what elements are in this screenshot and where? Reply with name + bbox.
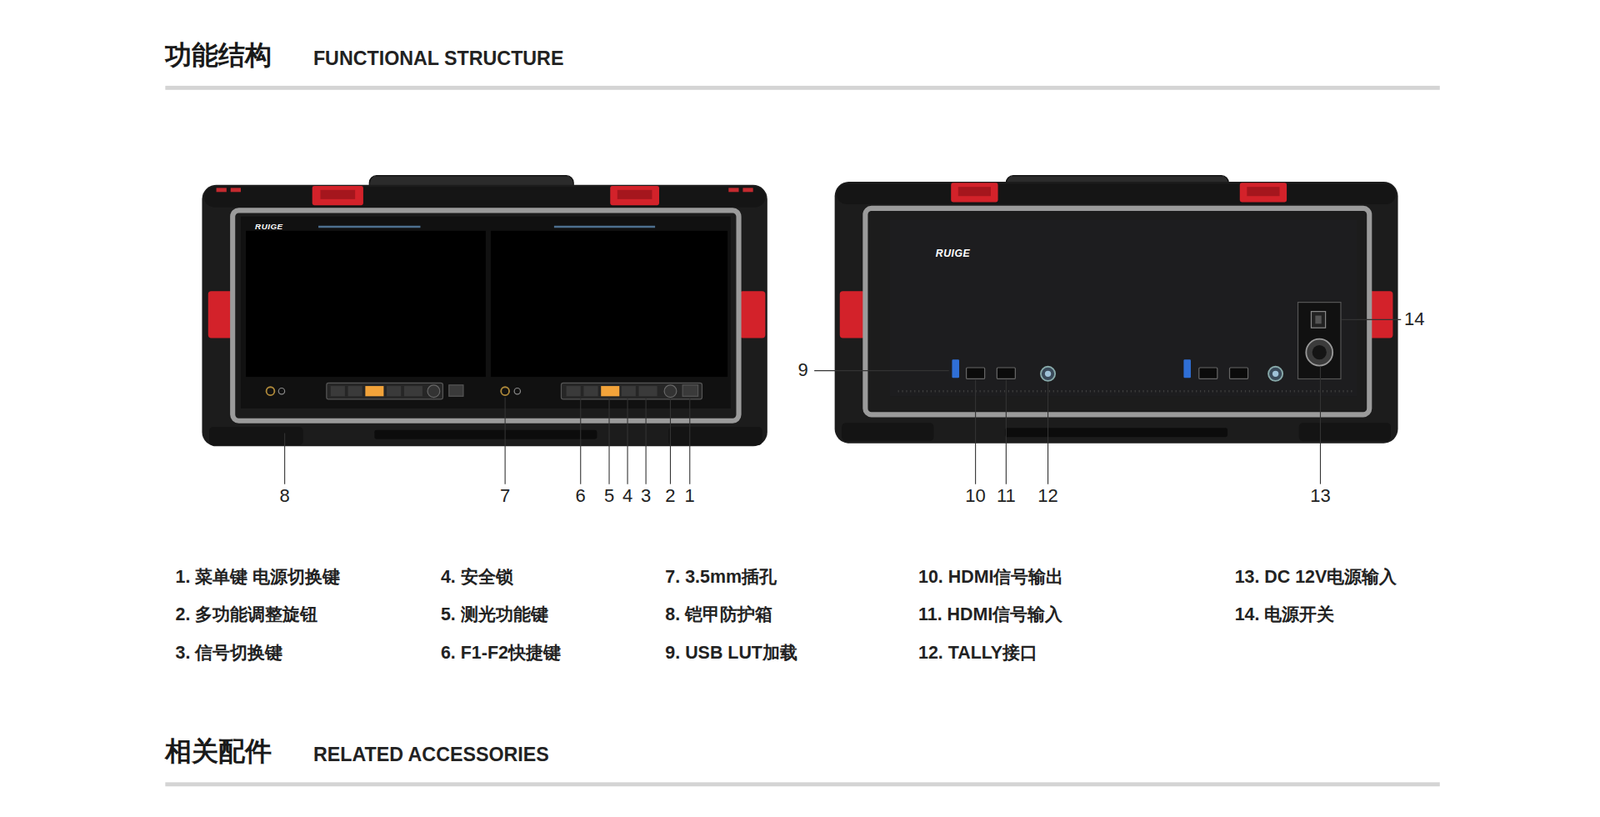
callout-number: 14 (1404, 309, 1425, 330)
feature-list-item: 10. HDMI信号输出 (918, 567, 1064, 588)
feature-list-item: 6. F1-F2快捷键 (440, 643, 561, 664)
callout-number: 7 (500, 485, 510, 506)
callout-number: 5 (604, 485, 615, 506)
callout-number: 10 (965, 485, 986, 506)
feature-list-item: 11. HDMI信号输入 (918, 605, 1063, 626)
section-subtitle: FUNCTIONAL STRUCTURE (313, 48, 565, 70)
front-monitor-case (201, 175, 767, 447)
callout-number: 11 (996, 485, 1016, 506)
section-rule (165, 781, 1440, 786)
feature-list-item: 2. 多功能调整旋钮 (175, 605, 319, 626)
callout-number: 6 (575, 485, 586, 506)
feature-list-item: 3. 信号切换键 (175, 643, 284, 664)
callout-number: 3 (640, 485, 651, 506)
feature-list-item: 12. TALLY接口 (918, 643, 1038, 664)
section-rule (165, 85, 1440, 90)
brand-logo: RUIGE (255, 221, 283, 231)
leader-lines (285, 319, 1402, 484)
callout-number: 1 (685, 485, 695, 506)
feature-list-item: 14. 电源开关 (1235, 605, 1335, 626)
feature-list-item: 8. 铠甲防护箱 (665, 605, 773, 626)
feature-list-item: 13. DC 12V电源输入 (1235, 567, 1398, 588)
callout-number: 8 (279, 485, 290, 506)
callout-number: 13 (1310, 485, 1331, 506)
section-subtitle: RELATED ACCESSORIES (313, 744, 550, 766)
rear-monitor-case (835, 175, 1399, 444)
section-title: 相关配件 (165, 737, 272, 767)
callout-number: 12 (1037, 485, 1059, 506)
section-title: 功能结构 (165, 41, 272, 71)
callout-number: 9 (798, 360, 809, 380)
brand-logo: RUIGE (935, 248, 970, 260)
feature-list-item: 4. 安全锁 (440, 567, 514, 588)
feature-list-item: 1. 菜单键 电源切换键 (175, 567, 341, 588)
feature-list-item: 5. 测光功能键 (440, 605, 549, 626)
callout-number: 4 (622, 485, 633, 506)
feature-list-item: 7. 3.5mm插孔 (665, 567, 777, 588)
callout-number: 2 (665, 485, 675, 506)
feature-list-item: 9. USB LUT加载 (665, 643, 798, 664)
